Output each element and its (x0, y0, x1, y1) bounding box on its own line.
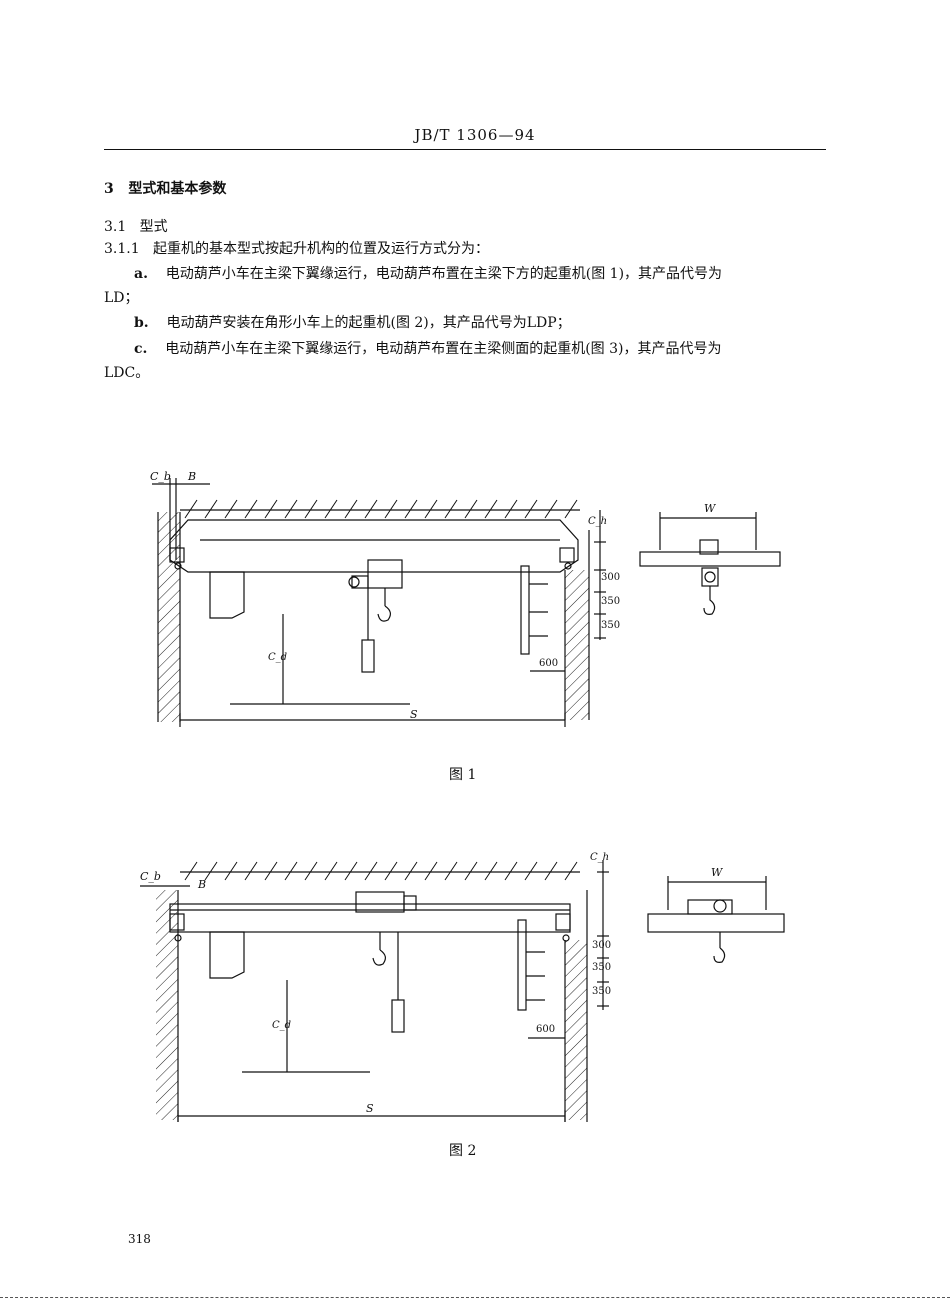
fig2-dim-300: 300 (592, 940, 612, 951)
fig2-label-b: B (198, 878, 207, 891)
fig2-label-w: W (711, 866, 723, 879)
page-number: 318 (128, 1232, 151, 1246)
fig1-label-w: W (704, 502, 716, 515)
fig2-dim-350a: 350 (592, 962, 612, 973)
clause-number: 3.1.1 (104, 241, 140, 257)
fig1-dim-600: 600 (539, 658, 559, 669)
list-item-a: a. 电动葫芦小车在主梁下翼缘运行，电动葫芦布置在主梁下方的起重机(图 1)，其… (134, 264, 722, 284)
list-item-c: c. 电动葫芦小车在主梁下翼缘运行，电动葫芦布置在主梁侧面的起重机(图 3)，其… (134, 339, 722, 359)
fig1-label-cd: C_d (268, 652, 288, 663)
fig1-label-cb: C_b (150, 470, 171, 483)
section-title: 型式和基本参数 (128, 181, 227, 197)
fig1-dim-300: 300 (601, 572, 621, 583)
item-text: 电动葫芦小车在主梁下翼缘运行，电动葫芦布置在主梁下方的起重机(图 1)，其产品代… (165, 266, 723, 282)
footer-rule (0, 1297, 950, 1298)
fig2-label-ch: C_h (590, 852, 610, 863)
figure-2-drawing (140, 860, 785, 1122)
list-item-b: b. 电动葫芦安装在角形小车上的起重机(图 2)，其产品代号为LDP； (134, 313, 571, 333)
item-text: 电动葫芦小车在主梁下翼缘运行，电动葫芦布置在主梁侧面的起重机(图 3)，其产品代… (165, 341, 722, 357)
fig2-label-s: S (366, 1102, 374, 1115)
section-number: 3 (104, 181, 114, 197)
fig1-label-s: S (410, 708, 418, 721)
list-item-a-cont: LD； (104, 290, 139, 306)
figure-1-caption: 图 1 (449, 767, 477, 783)
item-text: 电动葫芦安装在角形小车上的起重机(图 2)，其产品代号为LDP； (166, 315, 571, 331)
clause-text: 起重机的基本型式按起升机构的位置及运行方式分为： (152, 241, 489, 257)
figure-2-side-view (647, 876, 785, 963)
subsection-number: 3.1 (104, 219, 127, 235)
fig2-dim-350b: 350 (592, 986, 612, 997)
fig2-label-cd: C_d (272, 1020, 292, 1031)
fig1-label-b: B (188, 470, 197, 483)
figure-1-side-view (639, 512, 781, 615)
subsection-title: 型式 (139, 219, 168, 235)
item-mark: b. (134, 315, 149, 331)
fig1-label-ch: C_h (588, 516, 608, 527)
figure-1-drawing (152, 478, 781, 727)
standard-header: JB/T 1306—94 (414, 126, 536, 144)
figure-2-caption: 图 2 (449, 1143, 477, 1159)
fig2-dim-600: 600 (536, 1024, 556, 1035)
header-rule (104, 149, 826, 150)
subsection-heading: 3.1 型式 (104, 217, 168, 237)
list-item-c-cont: LDC。 (104, 365, 150, 381)
section-heading: 3 型式和基本参数 (104, 179, 226, 199)
item-mark: c. (134, 341, 148, 357)
item-mark: a. (134, 266, 148, 282)
fig2-label-cb: C_b (140, 870, 161, 883)
fig1-dim-350b: 350 (601, 620, 621, 631)
fig1-dim-350a: 350 (601, 596, 621, 607)
clause-line: 3.1.1 起重机的基本型式按起升机构的位置及运行方式分为： (104, 239, 489, 259)
